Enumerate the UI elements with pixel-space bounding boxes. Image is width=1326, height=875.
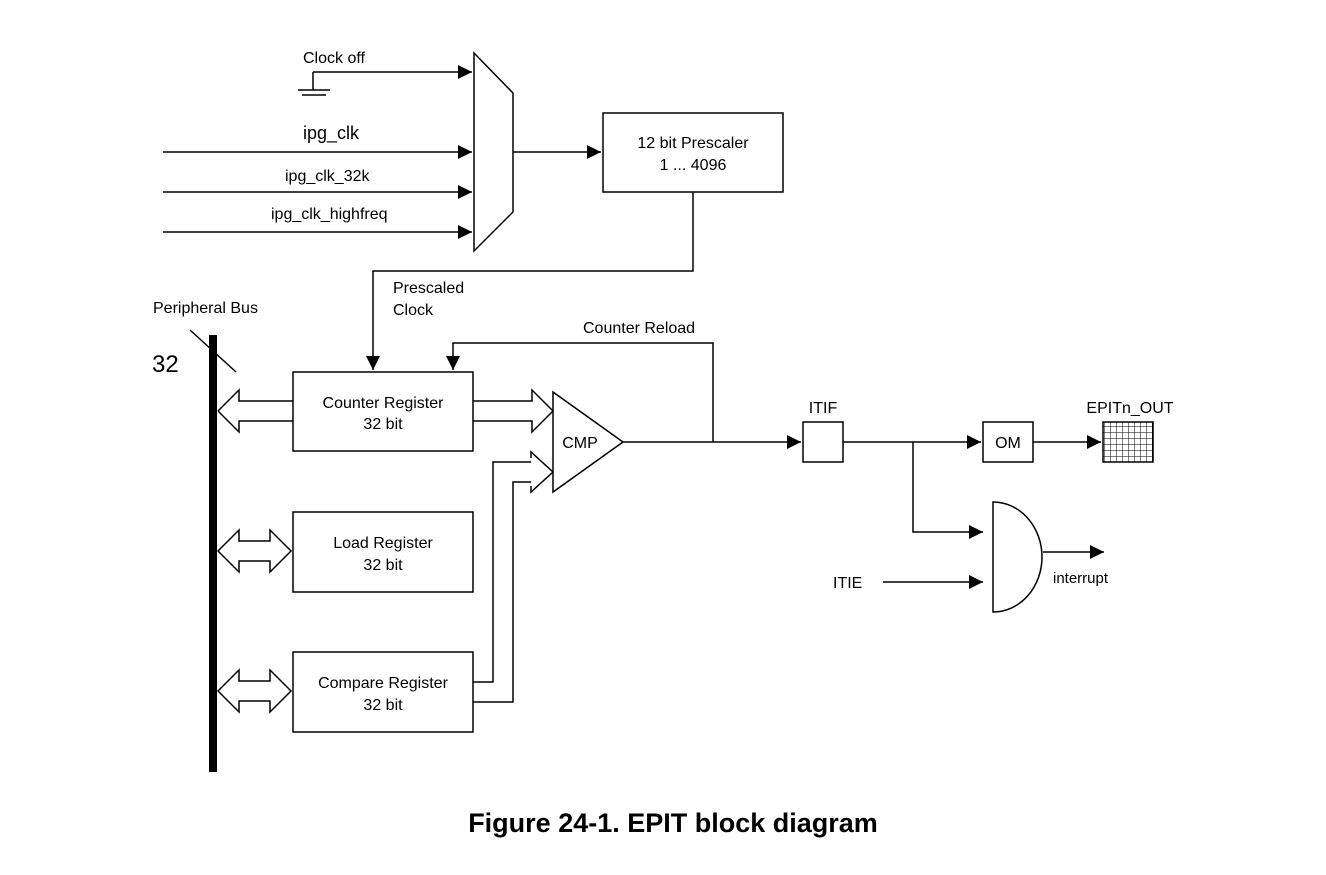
ipg-clk-highfreq-label: ipg_clk_highfreq bbox=[271, 206, 388, 223]
load-bus-arrow bbox=[216, 528, 293, 574]
counter-register-block bbox=[292, 371, 474, 452]
prescaled-clock-line bbox=[366, 192, 694, 370]
ground-symbol bbox=[298, 72, 330, 96]
clock-off-label: Clock off bbox=[303, 50, 366, 67]
compare-bus-arrow bbox=[216, 668, 293, 714]
itif-label: ITIF bbox=[809, 400, 838, 417]
figure-caption: Figure 24-1. EPIT block diagram bbox=[468, 808, 878, 838]
compare-register-label-line1: Compare Register bbox=[318, 675, 449, 692]
prescaled-clock-label-line1: Prescaled bbox=[393, 280, 464, 297]
compare-register-label-line2: 32 bit bbox=[363, 697, 403, 714]
load-register-label-line2: 32 bit bbox=[363, 557, 403, 574]
prescaler-label-line2: 1 ... 4096 bbox=[660, 157, 727, 174]
compare-register-block bbox=[292, 651, 474, 733]
ipg-clk-label: ipg_clk bbox=[303, 123, 360, 144]
clock-mux bbox=[473, 51, 514, 253]
interrupt-label: interrupt bbox=[1053, 570, 1109, 587]
epit-out-pad bbox=[1102, 421, 1154, 463]
bus-width-label: 32 bbox=[152, 351, 179, 378]
peripheral-bus-label: Peripheral Bus bbox=[153, 300, 258, 317]
cmp-label: CMP bbox=[562, 435, 598, 452]
and-gate bbox=[992, 501, 1043, 613]
epit-out-label: EPITn_OUT bbox=[1086, 400, 1173, 417]
cmp-comparator bbox=[552, 390, 625, 494]
prescaled-clock-label-line2: Clock bbox=[393, 302, 434, 319]
itie-label: ITIE bbox=[833, 575, 862, 592]
counter-reload-label: Counter Reload bbox=[583, 320, 695, 337]
counter-bus-arrow bbox=[217, 388, 293, 434]
om-label: OM bbox=[995, 435, 1021, 452]
compare-to-cmp-line-outer bbox=[473, 461, 531, 683]
compare-to-cmp-arrowhead bbox=[530, 450, 555, 494]
prescaler-block bbox=[602, 112, 784, 193]
load-register-label-line1: Load Register bbox=[333, 535, 433, 552]
itif-flag-block bbox=[802, 421, 844, 463]
load-register-block bbox=[292, 511, 474, 593]
counter-to-cmp-arrow bbox=[473, 388, 555, 434]
counter-register-label-line2: 32 bit bbox=[363, 416, 403, 433]
counter-register-label-line1: Counter Register bbox=[323, 395, 445, 412]
counter-reload-line bbox=[446, 342, 714, 442]
compare-to-cmp-line-inner bbox=[473, 481, 531, 703]
prescaler-label-line1: 12 bit Prescaler bbox=[637, 135, 749, 152]
ipg-clk-32k-label: ipg_clk_32k bbox=[285, 168, 371, 185]
itif-to-and-line bbox=[912, 442, 983, 539]
bus-width-slash bbox=[189, 329, 237, 373]
